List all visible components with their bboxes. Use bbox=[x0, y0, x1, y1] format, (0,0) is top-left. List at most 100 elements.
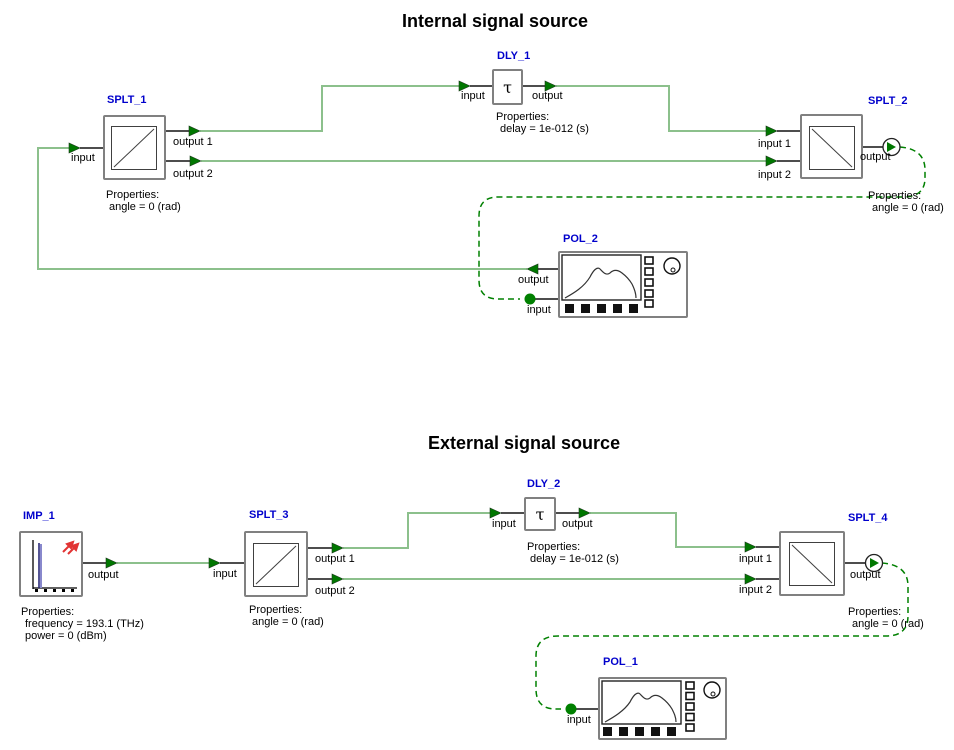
pol2-label: POL_2 bbox=[563, 233, 598, 245]
splt3-input-label: input bbox=[213, 568, 237, 580]
splt3-output2-label: output 2 bbox=[315, 585, 355, 597]
splt2-input1-label: input 1 bbox=[758, 138, 792, 150]
splt3-output1-label: output 1 bbox=[315, 553, 355, 565]
wire-dashed-splt4-out-to-pol1-in[interactable] bbox=[535, 562, 909, 710]
section-title-internal: Internal signal source bbox=[402, 11, 589, 31]
splt2-block[interactable] bbox=[800, 114, 863, 179]
imp1-block[interactable] bbox=[19, 531, 83, 597]
arrow-splt3-out1-icon bbox=[331, 542, 344, 554]
dly2-label: DLY_2 bbox=[527, 478, 561, 490]
splt4-input2-label: input 2 bbox=[739, 584, 773, 596]
key-row-icon bbox=[603, 727, 676, 736]
analyzer-instrument-icon bbox=[601, 680, 721, 736]
wire-splt1-out1-to-dly1[interactable] bbox=[200, 85, 459, 132]
splt4-output-port-icon[interactable] bbox=[864, 553, 884, 573]
arrow-dly2-output-icon bbox=[578, 507, 591, 519]
splt1-block[interactable] bbox=[103, 115, 166, 180]
wire-pol2-out-to-splt1-in[interactable] bbox=[37, 147, 527, 270]
splt1-properties-angle: angle = 0 (rad) bbox=[109, 201, 181, 213]
splitter-icon bbox=[111, 126, 157, 170]
arrow-pol2-output-icon bbox=[526, 263, 539, 275]
pol1-label: POL_1 bbox=[603, 656, 638, 668]
splt1-label: SPLT_1 bbox=[107, 94, 147, 106]
arrow-splt2-in1-icon bbox=[765, 125, 778, 137]
dly2-properties-delay: delay = 1e-012 (s) bbox=[530, 553, 619, 565]
imp1-properties-power: power = 0 (dBm) bbox=[25, 630, 107, 642]
arrow-imp1-output-icon bbox=[105, 557, 118, 569]
imp1-properties-frequency: frequency = 193.1 (THz) bbox=[25, 618, 144, 630]
arrow-dly2-input-icon bbox=[489, 507, 502, 519]
spectrum-trace-icon bbox=[604, 692, 677, 723]
arrow-dly1-input-icon bbox=[458, 80, 471, 92]
pol1-input-dot-icon[interactable] bbox=[565, 703, 577, 715]
pol1-input-label: input bbox=[567, 714, 591, 726]
dly2-output-label: output bbox=[562, 518, 593, 530]
wire-dashed-splt2-out-to-pol2-in[interactable] bbox=[478, 146, 926, 300]
dly2-input-label: input bbox=[492, 518, 516, 530]
arrow-splt2-in2-icon bbox=[765, 155, 778, 167]
arrow-splt4-in2-icon bbox=[744, 573, 757, 585]
knob-icon bbox=[703, 681, 721, 699]
splt3-properties-angle: angle = 0 (rad) bbox=[252, 616, 324, 628]
pol2-block[interactable] bbox=[558, 251, 688, 318]
splt2-properties-header: Properties: bbox=[868, 190, 922, 202]
splt4-input1-label: input 1 bbox=[739, 553, 773, 565]
dly1-properties-header: Properties: bbox=[496, 111, 550, 123]
combiner-icon bbox=[809, 126, 855, 170]
imp1-properties-header: Properties: bbox=[21, 606, 75, 618]
splt3-properties-header: Properties: bbox=[249, 604, 303, 616]
spectrum-trace-icon bbox=[564, 267, 637, 299]
dly1-properties-delay: delay = 1e-012 (s) bbox=[500, 123, 589, 135]
splt2-properties-angle: angle = 0 (rad) bbox=[872, 202, 944, 214]
splt2-label: SPLT_2 bbox=[868, 95, 908, 107]
splt2-output-port-icon[interactable] bbox=[882, 137, 901, 157]
splt1-input-label: input bbox=[71, 152, 95, 164]
tau-icon: τ bbox=[503, 77, 512, 97]
key-row-icon bbox=[565, 304, 638, 313]
dly2-block[interactable]: τ bbox=[524, 497, 556, 531]
arrow-splt1-out2-icon bbox=[189, 155, 202, 167]
section-title-external: External signal source bbox=[428, 433, 621, 453]
pol2-input-label: input bbox=[527, 304, 551, 316]
splt4-block[interactable] bbox=[779, 531, 845, 596]
imp1-label: IMP_1 bbox=[23, 510, 55, 522]
splt3-label: SPLT_3 bbox=[249, 509, 289, 521]
splt1-properties-header: Properties: bbox=[106, 189, 160, 201]
arrow-splt3-input-icon bbox=[208, 557, 221, 569]
splt2-output-label: output bbox=[860, 151, 891, 163]
splt4-properties-header: Properties: bbox=[848, 606, 902, 618]
port-arrows bbox=[68, 80, 778, 585]
splt4-properties-angle: angle = 0 (rad) bbox=[852, 618, 924, 630]
dly2-properties-header: Properties: bbox=[527, 541, 581, 553]
arrow-splt4-in1-icon bbox=[744, 541, 757, 553]
button-column-icon bbox=[644, 256, 654, 308]
combiner-icon bbox=[789, 542, 835, 586]
dly1-label: DLY_1 bbox=[497, 50, 531, 62]
button-column-icon bbox=[685, 681, 695, 732]
splt4-label: SPLT_4 bbox=[848, 512, 888, 524]
arrow-splt3-out2-icon bbox=[331, 573, 344, 585]
laser-spectrum-icon bbox=[32, 540, 80, 592]
axis-ticks-icon bbox=[35, 589, 74, 592]
pol2-input-dot-icon[interactable] bbox=[524, 293, 536, 305]
imp1-output-label: output bbox=[88, 569, 119, 581]
pol1-block[interactable] bbox=[598, 677, 727, 740]
emission-arrows-icon bbox=[62, 540, 80, 555]
pol2-output-label: output bbox=[518, 274, 549, 286]
splt1-output2-label: output 2 bbox=[173, 168, 213, 180]
wire-splt3-out1-to-dly2[interactable] bbox=[343, 512, 490, 549]
splt4-output-label: output bbox=[850, 569, 881, 581]
arrow-dly1-output-icon bbox=[544, 80, 557, 92]
wire-dly1-to-splt2-in1[interactable] bbox=[556, 85, 766, 132]
arrow-splt1-input-icon bbox=[68, 142, 81, 154]
wire-dly2-to-splt4-in1[interactable] bbox=[590, 512, 745, 548]
arrow-splt1-out1-icon bbox=[188, 125, 201, 137]
splitter-icon bbox=[253, 543, 299, 587]
knob-icon bbox=[663, 257, 681, 275]
dly1-block[interactable]: τ bbox=[492, 69, 523, 105]
analyzer-instrument-icon bbox=[561, 254, 681, 313]
dly1-input-label: input bbox=[461, 90, 485, 102]
splt3-block[interactable] bbox=[244, 531, 308, 597]
splt2-input2-label: input 2 bbox=[758, 169, 792, 181]
